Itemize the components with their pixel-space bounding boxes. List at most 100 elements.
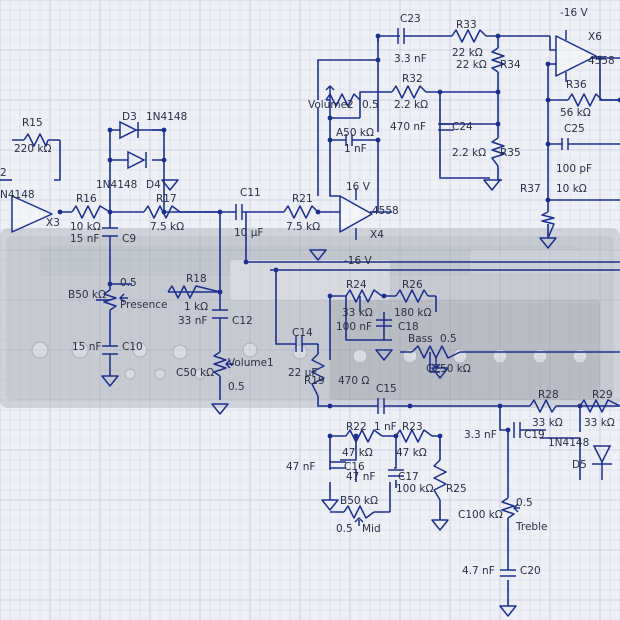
label-R22: R22 [346, 421, 367, 433]
label-Treble: Treble [515, 521, 547, 533]
label-R24: R24 [346, 279, 367, 291]
capacitor-C25 [561, 138, 588, 150]
ground-2 [539, 237, 557, 249]
label-neg16v-top: -16 V [560, 7, 588, 19]
resistor-R34 [491, 47, 505, 73]
ground-5 [101, 375, 119, 387]
label-0.5-d: 0.5 [228, 381, 245, 393]
resistor-R17 [143, 205, 181, 219]
label-47nF-b: 47 nF [346, 471, 375, 483]
label-C18: C18 [398, 321, 419, 333]
label-R21: R21 [292, 193, 313, 205]
capacitor-C20 [500, 569, 516, 577]
label-B50: B50 kΩ [68, 289, 106, 301]
resistor-R24 [345, 289, 383, 303]
label-R19: R19 [304, 375, 325, 387]
label-10uF: 10 µF [234, 227, 263, 239]
label-16V: 16 V [346, 181, 371, 193]
amplifier-background-photo [0, 228, 620, 408]
capacitor-C15 [377, 398, 396, 414]
label-C16: C16 [344, 461, 365, 473]
label-15nF-b: 15 nF [72, 341, 101, 353]
label-C19: C19 [524, 429, 545, 441]
resistor-C250 [411, 345, 461, 359]
resistor-B50b [343, 505, 375, 519]
label-C12: C12 [232, 315, 253, 327]
label-C23: C23 [400, 13, 421, 25]
label-3.3nF-b: 3.3 nF [464, 429, 497, 441]
label-1N4148-a: 1N4148 [146, 111, 187, 123]
label-R35: R35 [500, 147, 521, 159]
label-4558-a: 4558 [588, 55, 615, 67]
label-47nF-a: 47 nF [286, 461, 315, 473]
label-D3: D3 [122, 111, 137, 123]
label-C25: C25 [564, 123, 585, 135]
label-R23: R23 [402, 421, 423, 433]
label-0.5-f: 0.5 [336, 523, 353, 535]
label-Presence: Presence [120, 299, 168, 311]
label-100nF: 100 nF [336, 321, 372, 333]
label-C20: C20 [520, 565, 541, 577]
label-4.7nF: 4.7 nF [462, 565, 495, 577]
label-1N4148-b: 1N4148 [96, 179, 137, 191]
label-C50: C50 kΩ [176, 367, 214, 379]
label-C14: C14 [292, 327, 313, 339]
label-R16: R16 [76, 193, 97, 205]
ground-8 [431, 367, 449, 379]
label-C17: C17 [398, 471, 419, 483]
label-R32: R32 [402, 73, 423, 85]
capacitors [102, 28, 588, 577]
ground-9 [431, 519, 449, 531]
label-2.2k-b: 2.2 kΩ [452, 147, 486, 159]
label-R29: R29 [592, 389, 613, 401]
capacitor-C18 [376, 319, 392, 327]
capacitor-C12 [212, 309, 228, 330]
label-1N4148-c: 1N4148 [548, 437, 589, 449]
label-0.5-b: 0.5 [120, 277, 137, 289]
resistor-R28 [529, 399, 557, 413]
label-R17: R17 [156, 193, 177, 205]
capacitor-C17 [388, 469, 404, 477]
capacitor-C24 [438, 123, 454, 131]
opamps [11, 30, 597, 240]
ground-symbols [101, 179, 557, 617]
resistor-B50 [103, 289, 117, 311]
label-C100: C100 kΩ [458, 509, 503, 521]
resistor-R33 [451, 29, 487, 43]
resistor-R26 [395, 289, 429, 303]
opamp-X4 [339, 195, 373, 233]
resistor-R36 [567, 93, 603, 107]
label-A50: A50 kΩ [336, 127, 374, 139]
label-47k-b: 47 kΩ [396, 447, 427, 459]
diode-D5 [592, 445, 612, 464]
opamp-X6 [555, 35, 597, 77]
label-1k: 1 kΩ [184, 301, 208, 313]
label-R34: R34 [500, 59, 521, 71]
label-22k-a: 22 kΩ [452, 47, 483, 59]
label-0.5-e: 0.5 [516, 497, 533, 509]
label-R37: R37 [520, 183, 541, 195]
label-C10: C10 [122, 341, 143, 353]
label-22k-b: 22 kΩ [456, 59, 487, 71]
junction-dots [57, 33, 620, 439]
label-2.2k-a: 2.2 kΩ [394, 99, 428, 111]
label-R18: R18 [186, 273, 207, 285]
label-C11: C11 [240, 187, 261, 199]
capacitor-C14 [295, 336, 306, 352]
label-C24: C24 [452, 121, 473, 133]
label-22uF: 22 µF [288, 367, 317, 379]
resistor-C50 [213, 351, 227, 377]
label-Volume1: Volume1 [228, 357, 274, 369]
resistor-R37 [541, 211, 555, 239]
resistors [23, 29, 620, 519]
label-X6: X6 [588, 31, 602, 43]
capacitor-C11 [235, 204, 262, 220]
label-33k-c: 33 kΩ [584, 417, 615, 429]
label-0.5-a: 0.5 [362, 99, 379, 111]
ground-1 [483, 179, 501, 191]
component-labels: C23 R33 -16 V X6 3.3 nF 22 kΩ 22 kΩ R34 … [0, 7, 615, 577]
label-7.5k-b: 7.5 kΩ [286, 221, 320, 233]
resistor-C100 [501, 497, 515, 519]
